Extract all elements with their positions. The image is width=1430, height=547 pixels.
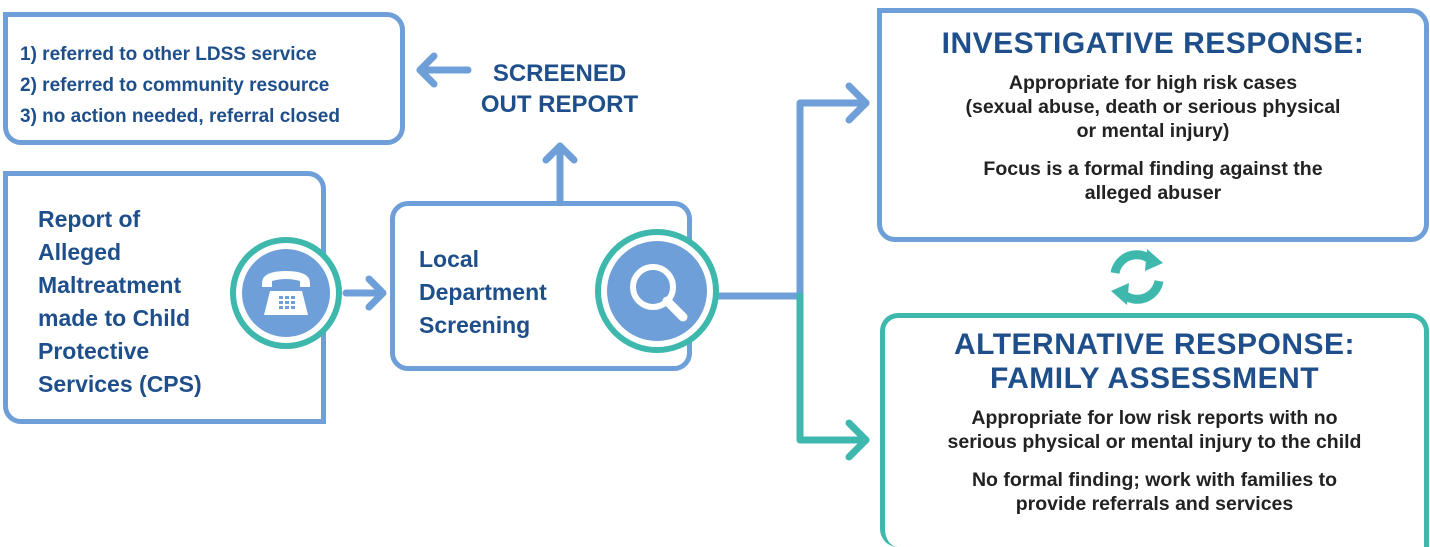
screening-line: Department	[419, 279, 547, 305]
investigative-focus: Focus is a formal finding against the al…	[882, 157, 1424, 205]
magnifier-icon	[595, 229, 719, 353]
arrow-to-investigative	[712, 82, 870, 300]
screened-out-options-box: 1) referred to other LDSS service 2) ref…	[3, 12, 405, 145]
report-line: Maltreatment	[38, 272, 182, 298]
screened-option-1: 1) referred to other LDSS service	[20, 44, 317, 65]
alternative-desc-line: serious physical or mental injury to the…	[947, 431, 1362, 453]
arrow-to-screened-list	[416, 52, 472, 88]
screening-line: Screening	[419, 312, 531, 338]
telephone-icon	[230, 237, 342, 349]
screened-label-line2: OUT REPORT	[480, 91, 639, 118]
screened-option-3: 3) no action needed, referral closed	[20, 106, 340, 127]
screening-line: Local	[419, 246, 480, 272]
arrow-up-screened	[542, 142, 578, 205]
investigative-title: INVESTIGATIVE RESPONSE:	[941, 27, 1365, 60]
report-line: Report of	[38, 206, 141, 232]
investigative-response-box: INVESTIGATIVE RESPONSE: Appropriate for …	[877, 8, 1429, 242]
alternative-title-line1: ALTERNATIVE RESPONSE:	[953, 328, 1356, 361]
report-line: Alleged	[38, 239, 122, 265]
arrow-to-alternative	[796, 292, 870, 461]
report-line: made to Child	[38, 305, 191, 331]
alternative-response-box: ALTERNATIVE RESPONSE: FAMILY ASSESSMENT …	[880, 313, 1429, 547]
alternative-description: Appropriate for low risk reports with no…	[885, 406, 1424, 454]
screened-option-2: 2) referred to community resource	[20, 75, 330, 96]
investigative-focus-line: alleged abuser	[1084, 182, 1222, 204]
screened-out-report-label: SCREENED OUT REPORT	[472, 58, 647, 120]
alternative-desc-line: Appropriate for low risk reports with no	[971, 407, 1338, 429]
investigative-desc-line: (sexual abuse, death or serious physical	[965, 96, 1341, 118]
investigative-desc-line: Appropriate for high risk cases	[1008, 72, 1298, 94]
alternative-title-line2: FAMILY ASSESSMENT	[989, 362, 1320, 395]
cycle-arrows-icon	[1110, 249, 1164, 305]
arrow-report-to-screening	[342, 275, 387, 311]
alternative-focus-line: provide referrals and services	[1015, 493, 1294, 515]
report-line: Services (CPS)	[38, 371, 202, 397]
report-line: Protective	[38, 338, 150, 364]
alternative-focus: No formal finding; work with families to…	[885, 468, 1424, 516]
alternative-title: ALTERNATIVE RESPONSE: FAMILY ASSESSMENT	[885, 328, 1424, 396]
alternative-focus-line: No formal finding; work with families to	[971, 469, 1338, 491]
screened-label-line1: SCREENED	[492, 60, 627, 87]
investigative-focus-line: Focus is a formal finding against the	[983, 158, 1323, 180]
investigative-description: Appropriate for high risk cases (sexual …	[882, 71, 1424, 143]
investigative-desc-line: or mental injury)	[1076, 120, 1230, 142]
